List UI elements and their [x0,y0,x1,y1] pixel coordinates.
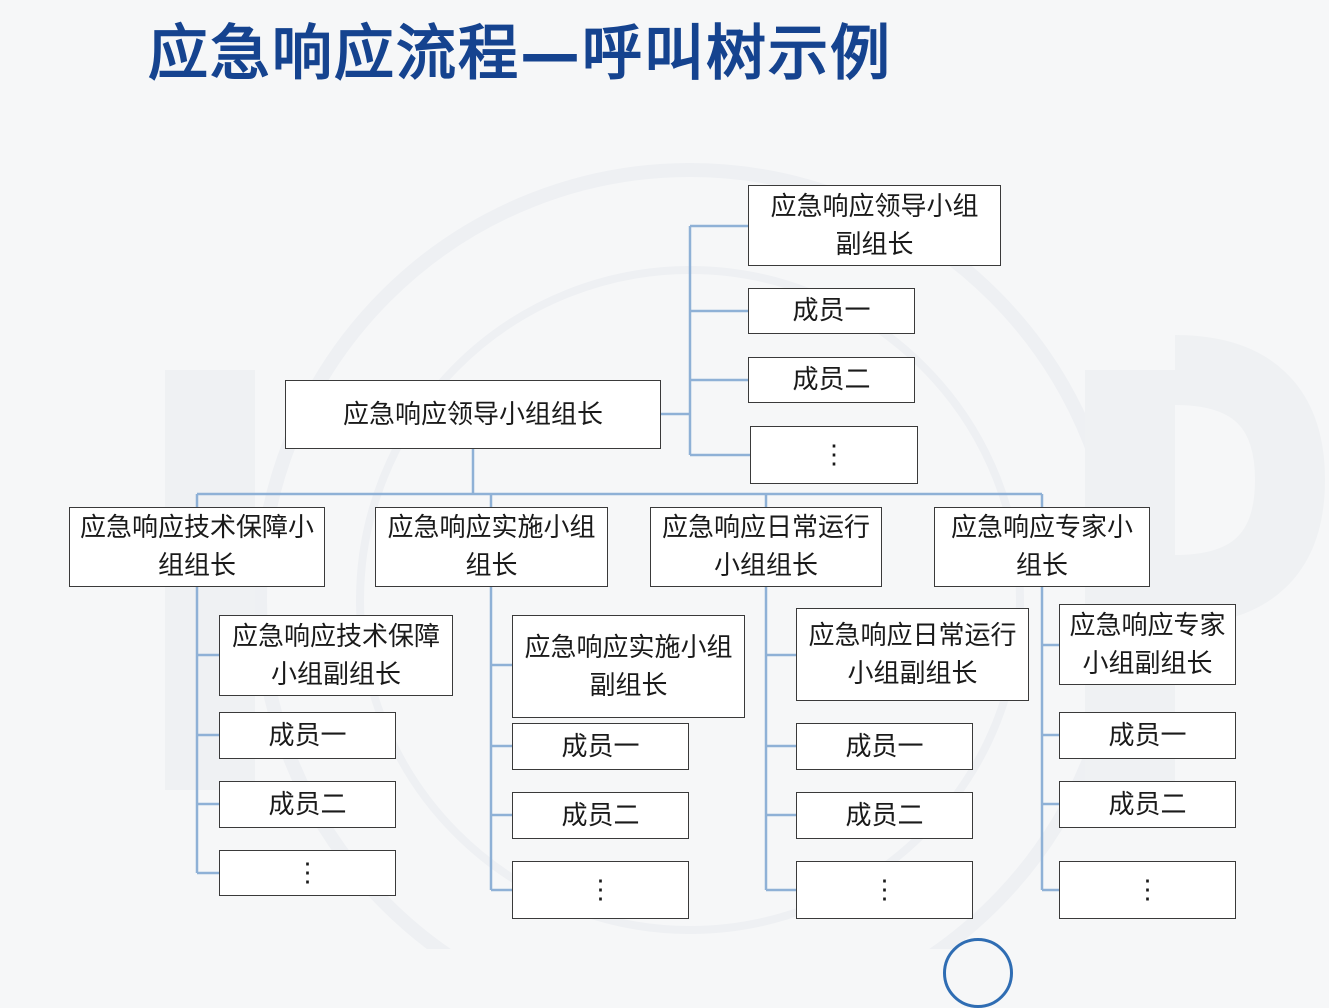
root-deputy-label: 应急响应领导小组 副组长 [770,191,979,260]
group-deputy-label: 应急响应实施小组 副组长 [524,632,733,701]
group-leader-label: 应急响应专家小 组长 [950,513,1133,581]
group-member-label: 成员二 [1108,789,1187,820]
group-member-label: 成员二 [845,800,924,831]
group-member-node: 成员二 [1059,781,1236,828]
group-deputy-label: 应急响应日常运行 小组副组长 [808,620,1017,689]
group-leader-node: 应急响应日常运行 小组组长 [650,507,882,587]
group-more-node: ⋮ [512,861,689,919]
group-member-label: 成员一 [1108,720,1187,751]
group-more-node: ⋮ [219,850,396,896]
group-member-label: 成员二 [268,789,347,820]
group-deputy-label: 应急响应专家 小组副组长 [1069,610,1226,679]
group-deputy-node: 应急响应技术保障 小组副组长 [219,615,453,696]
root-deputy-node: 应急响应领导小组 副组长 [748,185,1001,266]
group-leader-node: 应急响应实施小组 组长 [375,507,608,587]
group-deputy-node: 应急响应日常运行 小组副组长 [796,608,1029,701]
root-node: 应急响应领导小组组长 [285,380,661,449]
ellipsis-icon: ⋮ [871,874,898,905]
group-leader-label: 应急响应日常运行 小组组长 [661,513,870,581]
group-more-node: ⋮ [796,861,973,919]
group-member-node: 成员一 [512,723,689,770]
group-member-label: 成员一 [268,720,347,751]
ellipsis-icon: ⋮ [1134,874,1161,905]
root-member-node: 成员二 [748,357,915,403]
root-member-node: 成员一 [748,288,915,334]
group-more-node: ⋮ [1059,861,1236,919]
group-leader-node: 应急响应技术保障小 组组长 [69,507,325,587]
root-member-label: 成员二 [792,365,871,395]
group-leader-label: 应急响应技术保障小 组组长 [79,513,314,581]
root-member-label: 成员一 [792,296,871,326]
group-member-node: 成员二 [219,781,396,828]
group-deputy-label: 应急响应技术保障 小组副组长 [231,621,440,690]
group-member-label: 成员一 [845,731,924,762]
page-title: 应急响应流程—呼叫树示例 [148,19,892,89]
group-leader-node: 应急响应专家小 组长 [934,507,1150,587]
group-member-label: 成员二 [561,800,640,831]
group-leader-label: 应急响应实施小组 组长 [387,513,596,581]
group-deputy-node: 应急响应专家 小组副组长 [1059,604,1236,685]
group-member-node: 成员二 [796,792,973,839]
root-more-node: ⋮ [750,426,918,484]
group-member-node: 成员一 [796,723,973,770]
root-node-label: 应急响应领导小组组长 [342,399,603,430]
ellipsis-icon: ⋮ [821,439,847,470]
slide: 应急响应流程—呼叫树示例 [69,19,1236,1008]
group-member-node: 成员一 [1059,712,1236,759]
tree-connectors [195,224,1059,892]
ellipsis-icon: ⋮ [587,874,614,905]
group-member-node: 成员二 [512,792,689,839]
group-member-node: 成员一 [219,712,396,759]
group-member-label: 成员一 [561,731,640,762]
group-deputy-node: 应急响应实施小组 副组长 [512,615,745,718]
ellipsis-icon: ⋮ [294,857,321,888]
